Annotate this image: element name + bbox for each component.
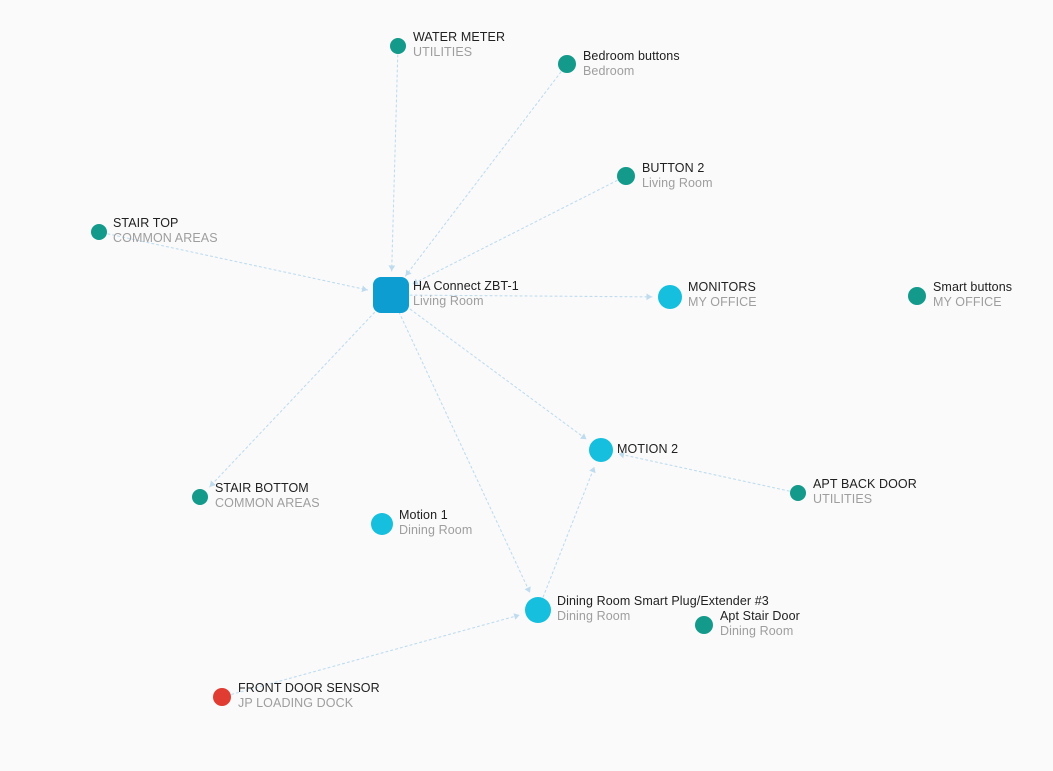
node-title: WATER METER (413, 30, 506, 44)
graph-edge (209, 308, 379, 488)
node-marker-icon[interactable] (373, 277, 409, 313)
node-subtitle: Living Room (413, 293, 484, 308)
node-subtitle: COMMON AREAS (215, 495, 320, 510)
node-subtitle: JP LOADING DOCK (238, 695, 354, 710)
node-title: STAIR TOP (113, 216, 179, 230)
node-marker-icon[interactable] (790, 485, 806, 501)
graph-edge (391, 54, 399, 272)
node-subtitle: MY OFFICE (688, 294, 757, 309)
graph-edge (411, 179, 618, 285)
node-title: Bedroom buttons (583, 49, 680, 63)
edge-arrowhead (388, 265, 396, 272)
edge-arrowhead (524, 586, 531, 593)
node-subtitle: COMMON AREAS (113, 230, 218, 245)
node-marker-icon[interactable] (371, 513, 393, 535)
node-title: Apt Stair Door (720, 609, 800, 623)
edge-arrowhead (405, 269, 412, 276)
graph-edge (542, 466, 595, 598)
node-marker-icon[interactable] (213, 688, 231, 706)
node-label: MOTION 2 (617, 442, 678, 457)
node-title: BUTTON 2 (642, 161, 705, 175)
edge-arrowhead (580, 433, 587, 440)
node-marker-icon[interactable] (91, 224, 107, 240)
node-subtitle: UTILITIES (813, 491, 873, 506)
node-title: HA Connect ZBT-1 (413, 279, 519, 293)
node-marker-icon[interactable] (558, 55, 576, 73)
graph-edge (618, 453, 790, 492)
node-title: MOTION 2 (617, 442, 679, 456)
edge-arrowhead (361, 285, 368, 293)
graph-edge (405, 305, 588, 440)
node-marker-icon[interactable] (390, 38, 406, 54)
node-subtitle: Dining Room (399, 522, 473, 537)
node-title: Motion 1 (399, 508, 448, 522)
graph-edge (398, 311, 531, 594)
node-marker-icon[interactable] (908, 287, 926, 305)
node-subtitle: MY OFFICE (933, 294, 1002, 309)
node-subtitle: Dining Room (720, 623, 794, 638)
node-marker-icon[interactable] (192, 489, 208, 505)
node-marker-icon[interactable] (589, 438, 613, 462)
node-marker-icon[interactable] (658, 285, 682, 309)
node-subtitle: Living Room (642, 175, 713, 190)
node-marker-icon[interactable] (695, 616, 713, 634)
edge-arrowhead (513, 613, 520, 620)
node-marker-icon[interactable] (617, 167, 635, 185)
node-title: Dining Room Smart Plug/Extender #3 (557, 594, 769, 608)
node-subtitle: UTILITIES (413, 44, 473, 59)
edge-arrowhead (646, 293, 653, 301)
node-marker-icon[interactable] (525, 597, 551, 623)
node-title: FRONT DOOR SENSOR (238, 681, 380, 695)
graph-edge (404, 71, 562, 277)
node-subtitle: Dining Room (557, 608, 631, 623)
node-subtitle: Bedroom (583, 63, 635, 78)
node-title: MONITORS (688, 280, 756, 294)
node-title: APT BACK DOOR (813, 477, 917, 491)
node-title: STAIR BOTTOM (215, 481, 309, 495)
node-title: Smart buttons (933, 280, 1013, 294)
edge-arrowhead (589, 466, 596, 474)
